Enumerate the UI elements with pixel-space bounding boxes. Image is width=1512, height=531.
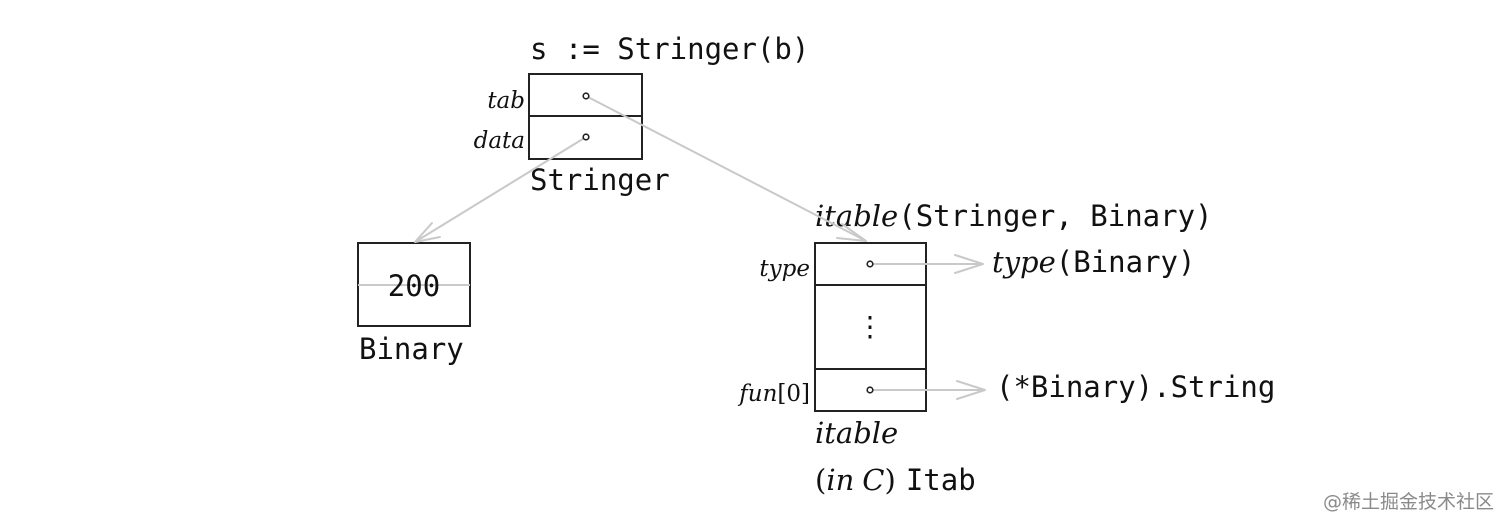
tab-field-label: tab	[487, 88, 525, 114]
data-pointer-arrow	[414, 136, 587, 243]
data-dot-icon	[582, 133, 590, 141]
interface-value: s := Stringer(b) tab data Stringer	[474, 32, 810, 197]
type-dot-icon	[866, 260, 874, 268]
itable-caption-line1: itable	[815, 416, 898, 450]
binary-value: 200 Binary	[357, 242, 471, 366]
tab-pointer-arrowhead	[836, 223, 867, 242]
fun-field-label: fun[0]	[737, 381, 810, 407]
binary-type-label: Binary	[359, 332, 464, 366]
caption-close-paren: )	[884, 463, 895, 497]
fun-dot-icon	[866, 386, 874, 394]
ellipsis-icon: ⋮	[856, 310, 884, 343]
fun-field-index: [0]	[777, 381, 810, 407]
caption-in: in	[826, 463, 854, 497]
itable-title-italic: itable	[815, 199, 898, 233]
itable-box	[814, 242, 927, 412]
watermark-text: @稀土掘金技术社区	[1323, 491, 1494, 513]
fun-target-label: (*Binary).String	[996, 370, 1275, 404]
itable-title-rest: (Stringer, Binary)	[898, 199, 1212, 233]
itable-title: itable(Stringer, Binary)	[815, 199, 1213, 233]
tab-dot-icon	[582, 92, 590, 100]
caption-open-paren: (	[815, 463, 826, 497]
itable: itable(Stringer, Binary) type ⋮ fun[0] t…	[737, 199, 1275, 497]
type-target-label: type(Binary)	[992, 245, 1195, 279]
type-field-label: type	[759, 256, 810, 282]
interface-title: s := Stringer(b)	[530, 32, 809, 66]
type-target-italic: type	[992, 245, 1056, 279]
caption-c: C	[862, 463, 884, 497]
fun-pointer-arrowhead	[956, 380, 986, 400]
data-pointer-arrowhead	[414, 222, 441, 243]
type-target-rest: (Binary)	[1056, 245, 1196, 279]
tab-pointer-arrow	[585, 95, 867, 242]
data-field-label: data	[474, 128, 525, 154]
type-pointer-arrowhead	[954, 254, 984, 274]
pointer-arrows	[414, 95, 986, 400]
binary-value-text: 200	[388, 269, 440, 303]
caption-itab: Itab	[906, 463, 976, 497]
pointer-dots	[582, 92, 874, 394]
interface-type-label: Stringer	[530, 163, 670, 197]
fun-field-italic: fun	[737, 381, 777, 407]
